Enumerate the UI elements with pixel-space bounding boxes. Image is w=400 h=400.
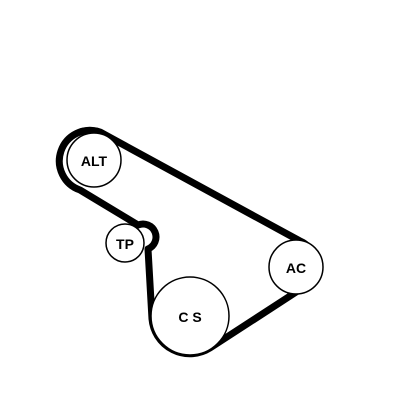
pulley-tp-label: TP <box>116 236 134 252</box>
pulley-ac-label: AC <box>286 260 306 276</box>
pulley-alt-circle <box>66 132 122 188</box>
pulley-cs-circle <box>150 276 230 356</box>
pulley-tp: TP <box>105 223 145 263</box>
pulley-alt: ALT <box>66 132 122 188</box>
pulley-tp-circle <box>105 223 145 263</box>
pulley-cs: C S <box>150 276 230 356</box>
pulley-cs-label: C S <box>178 309 201 325</box>
pulley-ac: AC <box>268 239 324 295</box>
pulley-ac-circle <box>268 239 324 295</box>
pulley-alt-label: ALT <box>81 153 108 169</box>
